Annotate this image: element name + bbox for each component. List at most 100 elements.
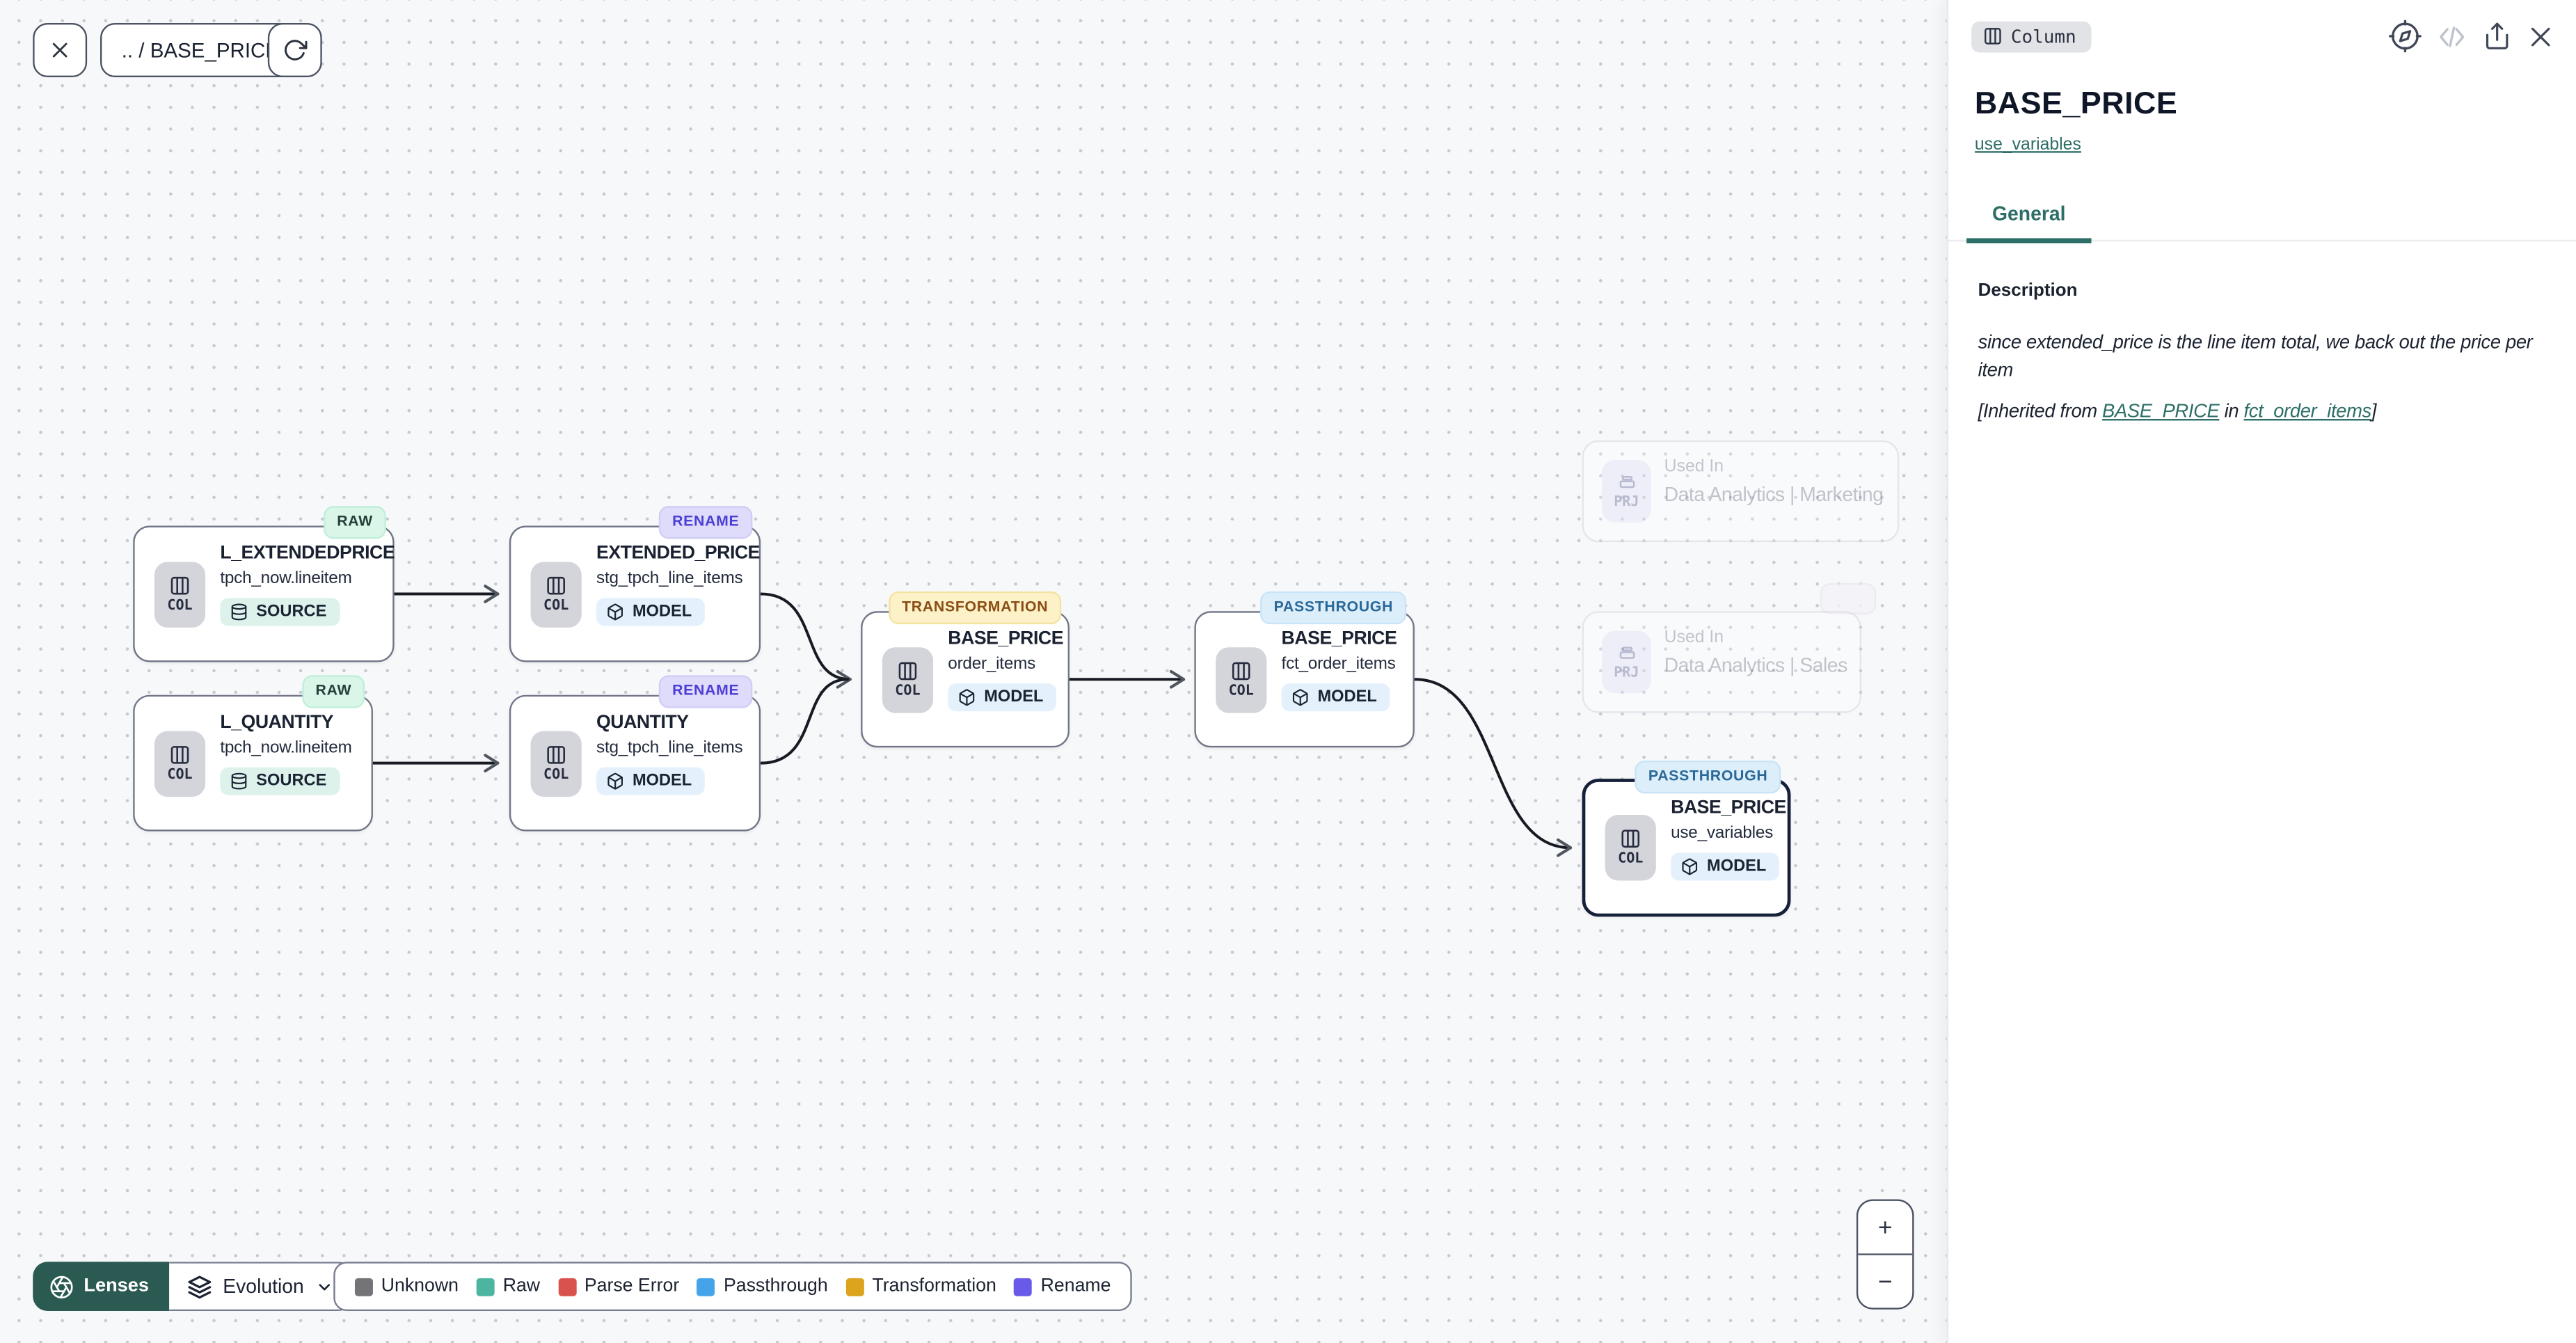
database-icon [230,603,248,621]
tab-general[interactable]: General [1966,202,2091,243]
node-base-price-use-variables[interactable]: PASSTHROUGH COL BASE_PRICE use_variables… [1582,779,1791,916]
compass-icon[interactable] [2389,19,2422,52]
aperture-icon [49,1274,74,1298]
zoom-out-button[interactable]: − [1858,1253,1912,1308]
description-body: since extended_price is the line item to… [1978,328,2547,386]
node-kind-badge: SOURCE [220,598,340,626]
legend-item: Transformation [846,1276,996,1296]
columns-icon [1230,660,1252,681]
panel-title: BASE_PRICE [1975,87,2550,123]
node-subtitle: stg_tpch_line_items [596,739,759,757]
evolution-badge: PASSTHROUGH [1261,591,1406,623]
legend-label: Passthrough [724,1276,828,1296]
project-icon [1616,472,1637,493]
columns-icon [169,743,191,765]
chevron-down-icon [315,1278,333,1296]
cube-icon [606,772,624,790]
used-in-name: Data Analytics | Marketing [1664,483,1898,506]
cube-icon [1680,857,1699,875]
share-icon[interactable] [2482,22,2511,51]
inherited-model-link[interactable]: fct_order_items [2244,401,2371,422]
columns-icon [546,574,567,596]
code-icon [2436,21,2467,52]
node-used-in-sales[interactable]: PRJ Used In Data Analytics | Sales [1582,611,1861,713]
legend-label: Rename [1041,1276,1111,1296]
node-title: BASE_PRICE [1671,798,1788,818]
node-title: QUANTITY [596,713,759,733]
used-in-label: Used In [1664,628,1860,647]
node-kind-badge: SOURCE [220,768,340,795]
columns-icon [1620,828,1641,850]
inherited-note: [Inherited from BASE_PRICE in fct_order_… [1978,401,2547,422]
legend-label: Unknown [381,1276,459,1296]
cube-icon [957,688,976,706]
inherited-column-link[interactable]: BASE_PRICE [2102,401,2219,422]
node-subtitle: stg_tpch_line_items [596,570,759,588]
legend-item: Parse Error [558,1276,679,1296]
refresh-button[interactable] [268,23,322,77]
legend-swatch [477,1278,495,1296]
node-kind-badge: MODEL [1282,683,1390,711]
node-l-quantity[interactable]: RAW COL L_QUANTITY tpch_now.lineitem SOU… [133,695,373,832]
evolution-badge: RAW [303,675,365,707]
node-l-extendedprice[interactable]: RAW COL L_EXTENDEDPRICE tpch_now.lineite… [133,526,394,662]
project-type-chip: PRJ [1602,631,1651,694]
evolution-badge: RENAME [659,675,752,707]
evolution-badge: PASSTHROUGH [1635,761,1781,793]
column-type-chip: COL [154,730,205,795]
node-subtitle: tpch_now.lineitem [220,570,392,588]
node-quantity[interactable]: RENAME COL QUANTITY stg_tpch_line_items … [509,695,761,832]
lenses-button[interactable]: Lenses [33,1262,168,1311]
lens-selected-label: Evolution [223,1275,304,1298]
node-kind-badge: MODEL [948,683,1056,711]
legend-item: Passthrough [697,1276,828,1296]
column-type-chip: COL [1605,815,1656,880]
ghost-badge [1820,583,1876,614]
node-subtitle: order_items [948,655,1067,674]
entity-type-badge: Column [1971,21,2091,52]
column-type-chip: COL [531,730,582,795]
cube-icon [1291,688,1310,706]
legend-item: Raw [477,1276,540,1296]
close-lineage-button[interactable] [33,23,87,77]
panel-tabs: General [1948,194,2576,241]
column-type-chip: COL [882,646,933,712]
node-subtitle: tpch_now.lineitem [220,739,371,757]
column-type-chip: COL [154,561,205,626]
node-kind-badge: MODEL [596,598,705,626]
legend-swatch [846,1278,864,1296]
zoom-in-button[interactable]: + [1858,1201,1912,1254]
project-icon [1616,642,1637,664]
description-heading: Description [1978,281,2547,301]
node-title: EXTENDED_PRICE [596,543,759,563]
used-in-label: Used In [1664,456,1898,476]
node-used-in-marketing[interactable]: PRJ Used In Data Analytics | Marketing [1582,440,1900,542]
column-type-chip: COL [1216,646,1266,712]
cube-icon [606,603,624,621]
lenses-control: Lenses Evolution [33,1262,353,1311]
used-in-name: Data Analytics | Sales [1664,654,1860,677]
legend-label: Raw [503,1276,540,1296]
lens-selector-dropdown[interactable]: Evolution [168,1262,353,1311]
close-panel-icon[interactable] [2527,22,2554,50]
legend-swatch [355,1278,373,1296]
legend-item: Unknown [355,1276,459,1296]
model-link[interactable]: use_variables [1975,135,2081,154]
node-base-price-fct-order-items[interactable]: PASSTHROUGH COL BASE_PRICE fct_order_ite… [1194,611,1414,747]
node-kind-badge: MODEL [596,768,705,795]
legend-swatch [558,1278,576,1296]
node-subtitle: use_variables [1671,825,1788,843]
node-title: L_EXTENDEDPRICE [220,543,392,563]
node-base-price-order-items[interactable]: TRANSFORMATION COL BASE_PRICE order_item… [861,611,1070,747]
node-extended-price[interactable]: RENAME COL EXTENDED_PRICE stg_tpch_line_… [509,526,761,662]
layers-icon [186,1274,211,1298]
legend-swatch [697,1278,715,1296]
close-icon [49,40,71,61]
node-title: L_QUANTITY [220,713,371,733]
node-title: BASE_PRICE [948,629,1067,649]
database-icon [230,772,248,790]
columns-icon [169,574,191,596]
node-kind-badge: MODEL [1671,852,1779,880]
column-type-chip: COL [531,561,582,626]
